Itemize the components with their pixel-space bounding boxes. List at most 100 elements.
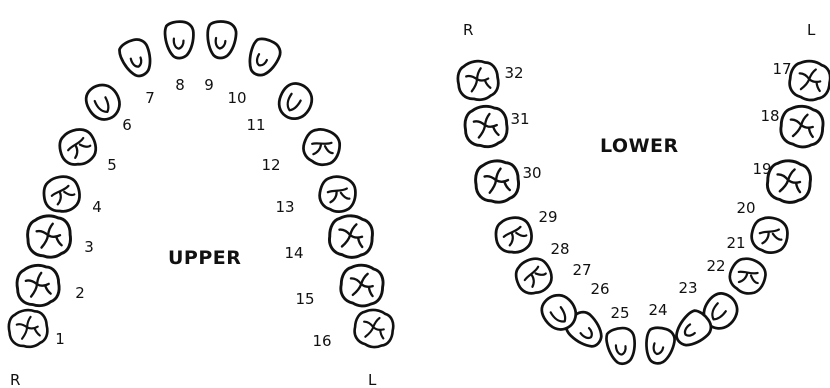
tooth-15-groove (360, 272, 369, 286)
tooth-28-outline (514, 257, 553, 295)
tooth-13-groove (339, 191, 351, 200)
tooth-15[interactable] (339, 263, 385, 308)
tooth-13-groove (329, 190, 338, 204)
tooth-28[interactable] (511, 254, 556, 299)
tooth-9-number: 9 (204, 76, 214, 94)
tooth-4-groove (63, 190, 76, 197)
tooth-24[interactable] (643, 326, 676, 366)
lower-side-right-label: R (463, 21, 473, 39)
tooth-17-groove (815, 81, 821, 93)
tooth-22-number: 22 (706, 257, 725, 275)
tooth-23[interactable] (670, 307, 716, 353)
tooth-6[interactable] (81, 79, 125, 125)
tooth-16-groove (379, 329, 385, 340)
tooth-27-outline (540, 293, 578, 331)
tooth-25[interactable] (605, 326, 638, 366)
tooth-14[interactable] (328, 214, 374, 259)
tooth-20-groove (758, 228, 780, 235)
tooth-2-groove (44, 284, 52, 295)
tooth-3[interactable] (26, 214, 72, 259)
tooth-24-outline (645, 326, 676, 365)
tooth-9-outline (206, 20, 238, 60)
tooth-13-outline (318, 175, 357, 214)
tooth-12-number: 12 (261, 156, 280, 174)
tooth-32[interactable] (456, 59, 501, 103)
tooth-5-groove (74, 144, 79, 159)
tooth-10-number: 10 (227, 89, 246, 107)
tooth-6-outline (84, 83, 121, 121)
tooth-5-groove (78, 143, 92, 148)
tooth-21[interactable] (725, 253, 770, 298)
tooth-5-groove (67, 136, 85, 152)
tooth-31-number: 31 (510, 110, 529, 128)
tooth-1[interactable] (7, 308, 50, 350)
tooth-22[interactable] (697, 288, 743, 335)
tooth-2-number: 2 (75, 284, 85, 302)
tooth-12[interactable] (299, 125, 343, 169)
tooth-23-outline (675, 309, 713, 347)
tooth-8-outline (163, 20, 195, 60)
tooth-12-groove (312, 143, 323, 156)
tooth-31-groove (492, 125, 500, 137)
tooth-11-groove (286, 92, 302, 112)
tooth-20-groove (761, 231, 770, 245)
tooth-16[interactable] (353, 308, 396, 350)
tooth-8[interactable] (163, 20, 195, 60)
tooth-11-outline (277, 82, 314, 120)
tooth-28-groove (534, 272, 547, 276)
tooth-23-groove (683, 323, 696, 337)
upper-arch-title: UPPER (168, 247, 241, 269)
tooth-14-groove (348, 223, 358, 237)
tooth-17[interactable] (788, 59, 830, 103)
lower-arch-title: LOWER (600, 135, 679, 157)
tooth-30-groove (503, 180, 511, 192)
tooth-8-number: 8 (175, 76, 185, 94)
tooth-5-number: 5 (107, 156, 117, 174)
tooth-6-groove (93, 96, 110, 114)
tooth-23-number: 23 (678, 279, 697, 297)
tooth-26-groove (579, 327, 593, 340)
upper-side-right-label: R (10, 371, 20, 388)
tooth-9-groove (214, 36, 227, 50)
tooth-30-number: 30 (522, 164, 541, 182)
tooth-4-groove (50, 184, 70, 197)
tooth-4[interactable] (41, 174, 82, 214)
tooth-27-groove (549, 306, 567, 323)
tooth-2-groove (35, 271, 43, 286)
tooth-4-groove (56, 191, 62, 206)
tooth-28-number: 28 (550, 240, 569, 258)
tooth-7[interactable] (117, 36, 157, 80)
tooth-32-groove (483, 79, 492, 89)
tooth-31[interactable] (463, 104, 509, 149)
tooth-18-groove (800, 113, 809, 127)
tooth-28-groove (530, 274, 535, 288)
tooth-10[interactable] (244, 35, 284, 79)
tooth-5[interactable] (56, 125, 100, 169)
tooth-20[interactable] (749, 215, 790, 255)
tooth-24-groove (652, 342, 665, 356)
tooth-9[interactable] (206, 20, 238, 60)
tooth-19-groove (786, 168, 796, 182)
tooth-21-outline (728, 257, 767, 295)
tooth-27[interactable] (536, 289, 582, 336)
tooth-16-number: 16 (312, 332, 331, 350)
tooth-4-number: 4 (92, 198, 102, 216)
tooth-18-number: 18 (760, 107, 779, 125)
tooth-21-groove (749, 274, 759, 285)
tooth-8-groove (172, 37, 185, 50)
tooth-12-groove (323, 145, 334, 155)
tooth-18[interactable] (779, 104, 825, 149)
tooth-30[interactable] (474, 159, 520, 204)
tooth-3-number: 3 (84, 238, 94, 256)
tooth-11[interactable] (273, 79, 317, 125)
tooth-12-outline (302, 128, 342, 167)
tooth-29-groove (508, 232, 514, 247)
tooth-15-number: 15 (295, 290, 314, 308)
tooth-29[interactable] (493, 215, 534, 255)
tooth-2[interactable] (15, 263, 61, 308)
tooth-29-groove (502, 225, 522, 238)
tooth-13[interactable] (317, 174, 358, 214)
tooth-19[interactable] (765, 159, 812, 204)
upper-side-left-label: L (368, 371, 377, 388)
tooth-20-outline (750, 216, 789, 255)
